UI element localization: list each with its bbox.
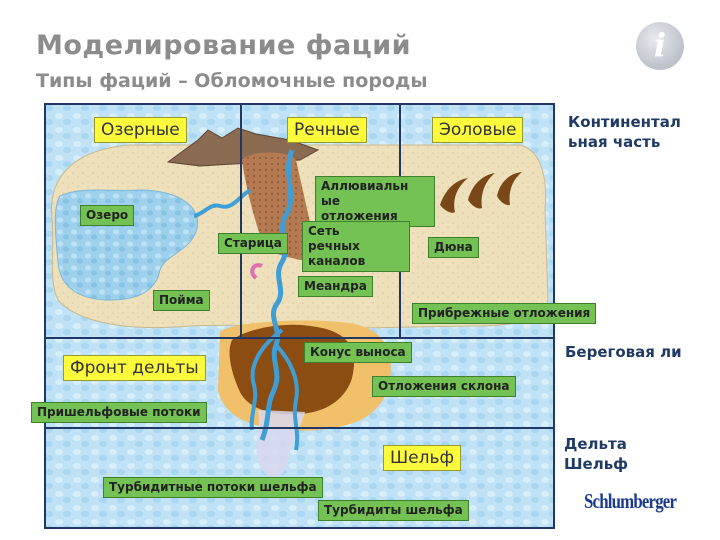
lake-label: Озеро bbox=[80, 205, 134, 226]
oxbow-label: Старица bbox=[218, 233, 288, 254]
delta-shelf-side-label: Дельта Шельф bbox=[564, 434, 628, 474]
alluvial-deposits-label: Аллювиальн ые отложения bbox=[315, 176, 435, 227]
proshelf-flows-label: Пришельфовые потоки bbox=[31, 402, 207, 423]
zone-river-label: Речные bbox=[287, 117, 367, 143]
floodplain-label: Пойма bbox=[153, 290, 210, 311]
zone-aeolian-label: Эоловые bbox=[432, 117, 523, 143]
zone-lake-label: Озерные bbox=[94, 117, 187, 143]
schlumberger-logo: Schlumberger bbox=[584, 489, 676, 514]
zone-shelf-label: Шельф bbox=[383, 445, 461, 471]
dune-label: Дюна bbox=[428, 237, 479, 258]
channel-network-label: Сеть речных каналов bbox=[302, 221, 410, 272]
zone-delta-front-label: Фронт дельты bbox=[63, 355, 206, 381]
meander-label: Меандра bbox=[298, 276, 373, 297]
fan-label: Конус выноса bbox=[304, 342, 412, 363]
coastline-side-label: Береговая ли bbox=[565, 342, 720, 362]
coastal-deposits-label: Прибрежные отложения bbox=[412, 303, 596, 324]
continental-side-label: Континентал ьная часть bbox=[568, 112, 718, 152]
slope-deposits-label: Отложения склона bbox=[372, 376, 516, 397]
shelf-turbidites-label: Турбидиты шельфа bbox=[318, 500, 469, 521]
shelf-turbidite-flows-label: Турбидитные потоки шельфа bbox=[103, 477, 323, 498]
